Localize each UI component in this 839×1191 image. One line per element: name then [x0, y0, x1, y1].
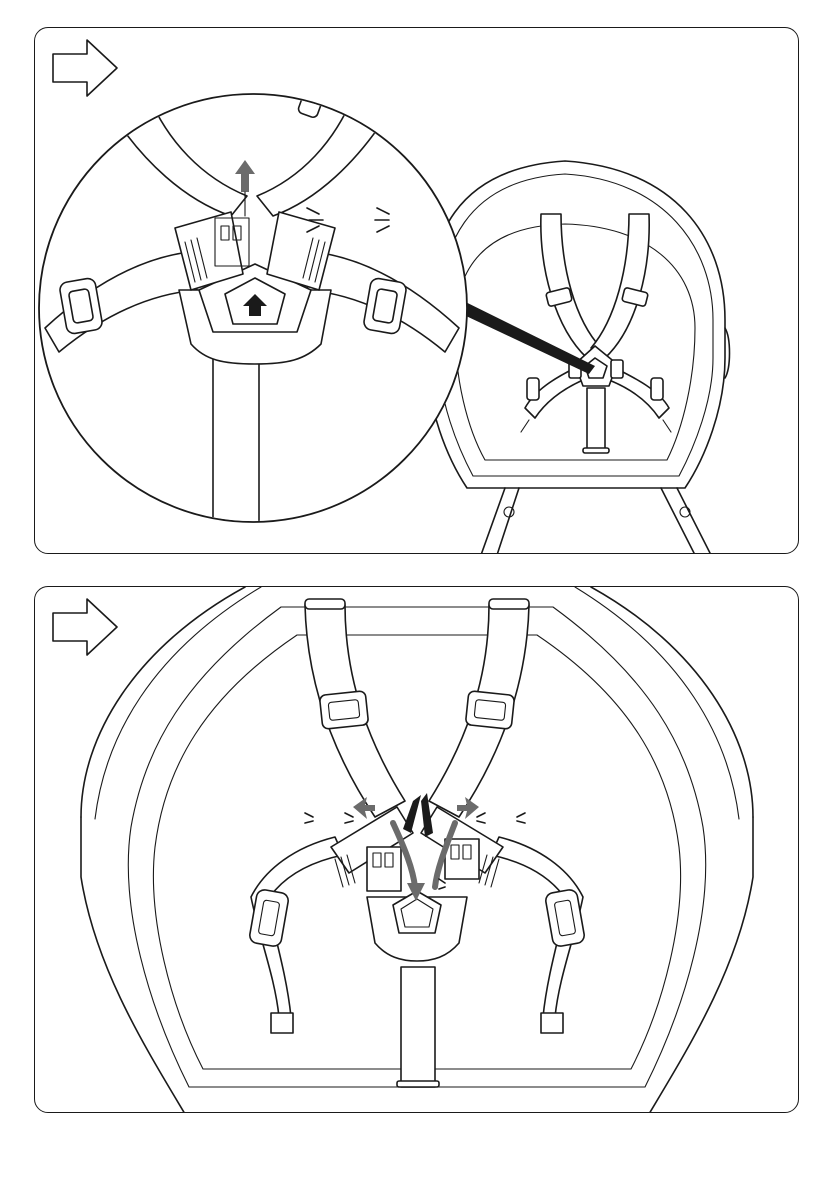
crotch-strap [587, 388, 605, 450]
step-2-illustration [35, 587, 799, 1113]
strap-top-loop [489, 599, 529, 609]
strap-top-loop [305, 599, 345, 609]
hip-buckle [651, 378, 663, 400]
outline-right-arrow-icon [53, 40, 117, 96]
instruction-panel-step-2 [34, 586, 799, 1113]
strap-adjuster [319, 691, 368, 730]
step-1-illustration [35, 28, 799, 554]
crotch-strap-zoom [213, 348, 259, 548]
crotch-strap [397, 967, 439, 1087]
strap-end-clip [541, 1013, 563, 1033]
strap-adjuster [465, 691, 514, 730]
shoulder-straps [305, 599, 529, 817]
center-buckle [367, 891, 467, 961]
outline-right-arrow-icon [53, 599, 117, 655]
hip-buckle [527, 378, 539, 400]
leg-bolt [504, 507, 514, 517]
zoom-magnifier-circle [39, 87, 467, 548]
strap-end-clip [271, 1013, 293, 1033]
instruction-panel-step-1 [34, 27, 799, 554]
